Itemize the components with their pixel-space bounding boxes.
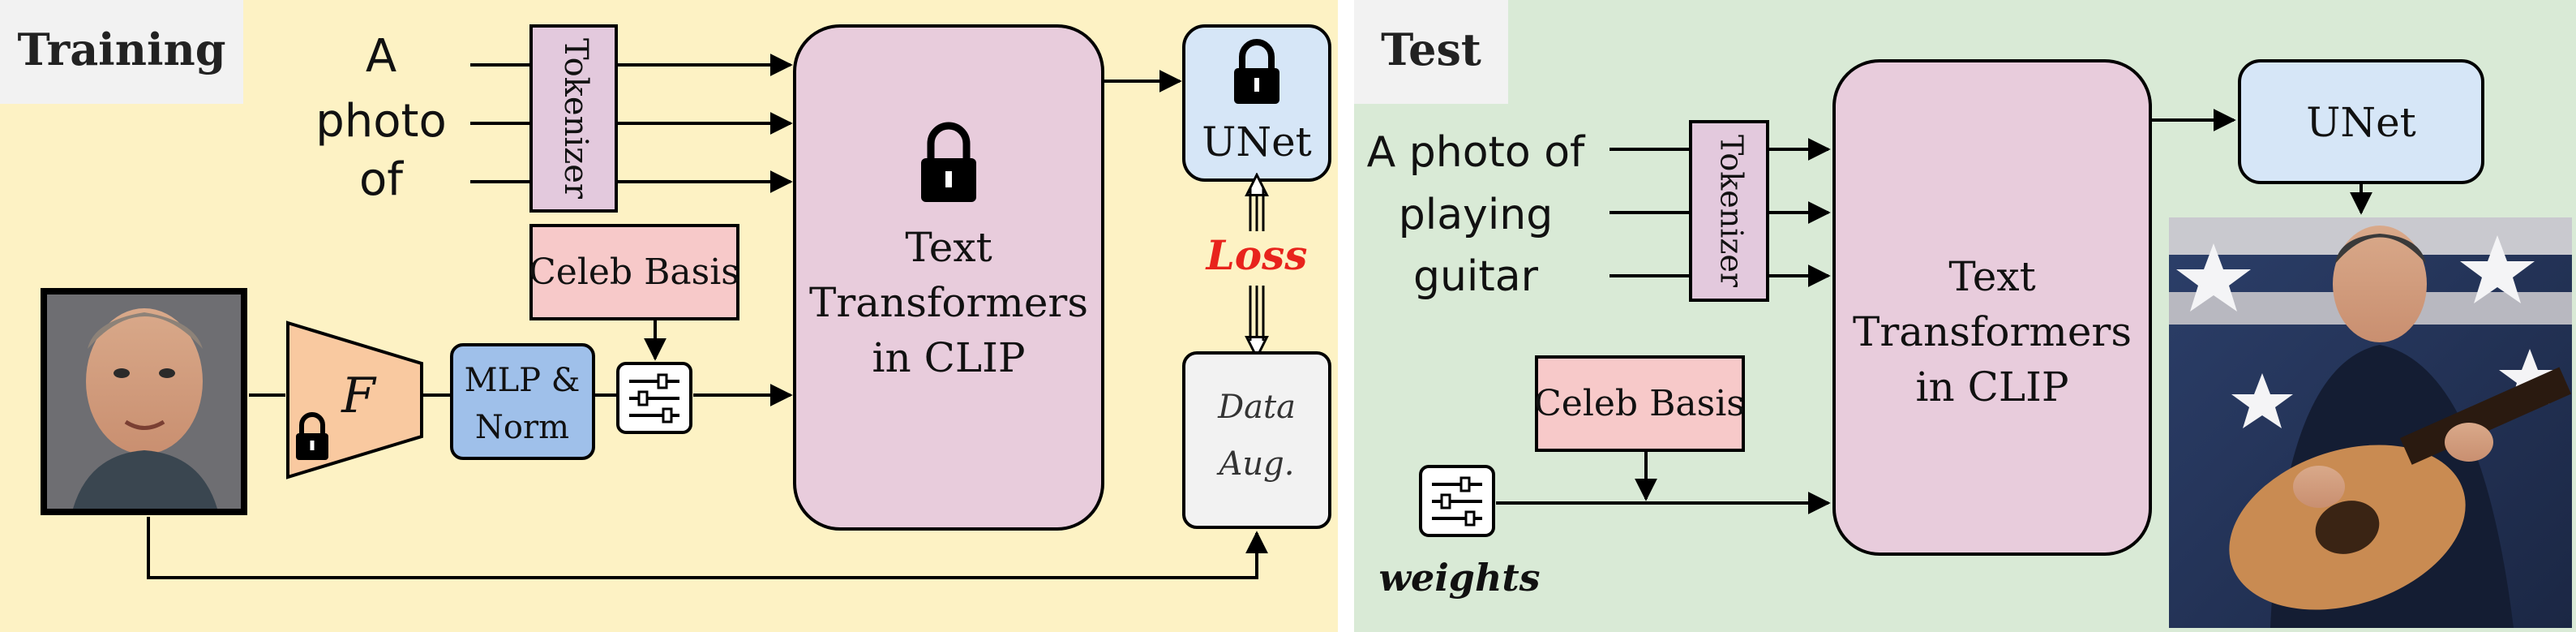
training-encoder-label: F — [341, 368, 377, 424]
training-unet-lock-icon — [1234, 39, 1279, 104]
test-transformer-line-1: Text — [1948, 253, 2035, 300]
training-celeb-basis-label: Celeb Basis — [529, 252, 739, 293]
training-mlp-line-1: MLP & — [465, 362, 581, 399]
test-prompt-line-1: A photo of — [1367, 128, 1586, 177]
test-prompt-line-2: playing — [1399, 191, 1554, 239]
test-panel: Test A photo of playing guitar Tokenizer… — [1354, 0, 2576, 632]
training-transformer-lock-icon — [921, 122, 976, 202]
panel-divider — [1338, 0, 1354, 632]
training-prompt-line-2: photo — [315, 95, 447, 148]
test-celeb-basis-label: Celeb Basis — [1534, 383, 1745, 424]
training-label: Training — [17, 24, 225, 75]
test-tokenizer-box — [1689, 120, 1769, 302]
test-label-box — [1354, 0, 1508, 104]
training-data-aug-line-1: Data — [1217, 389, 1296, 426]
test-transformer-box — [1832, 59, 2152, 556]
test-label: Test — [1381, 24, 1481, 75]
training-transformer-line-3: in CLIP — [872, 334, 1026, 381]
test-transformer-line-2: Transformers — [1853, 308, 2132, 355]
training-tokenizer-box — [529, 24, 618, 213]
training-face-to-data-aug-arrow — [147, 517, 1268, 579]
training-mlp-line-2: Norm — [475, 409, 569, 446]
test-transformer-line-3: in CLIP — [1916, 363, 2069, 411]
training-data-aug-line-2: Aug. — [1216, 445, 1295, 483]
training-encoder-lock-icon — [296, 412, 328, 460]
test-unet-box — [2238, 59, 2484, 184]
training-transformer-line-1: Text — [905, 224, 992, 271]
training-panel: Training A photo of Tokenizer Text Trans… — [0, 0, 1338, 632]
training-weights-sliders-icon — [616, 362, 692, 434]
training-tokenizer-label: Tokenizer — [557, 38, 594, 200]
training-transformer-line-2: Transformers — [809, 279, 1088, 326]
test-tokenizer-label: Tokenizer — [1714, 135, 1750, 288]
test-prompt-line-3: guitar — [1413, 252, 1539, 301]
test-unet-label: UNet — [2306, 99, 2416, 146]
training-face-image — [41, 288, 247, 515]
test-output-image — [2169, 217, 2572, 628]
test-celeb-basis-box — [1535, 355, 1745, 452]
training-prompt-line-1: A — [366, 30, 396, 83]
test-weights-label: weights — [1378, 556, 1540, 600]
training-unet-label: UNet — [1202, 118, 1312, 166]
training-mlp-box — [450, 343, 595, 460]
training-prompt-line-3: of — [359, 153, 404, 206]
test-weights-sliders-icon — [1419, 465, 1495, 537]
training-label-box — [0, 0, 243, 104]
training-celeb-basis-box — [529, 224, 739, 320]
training-transformer-box — [793, 24, 1104, 531]
training-loss-label: Loss — [1205, 231, 1308, 279]
training-data-aug-box — [1182, 351, 1331, 529]
